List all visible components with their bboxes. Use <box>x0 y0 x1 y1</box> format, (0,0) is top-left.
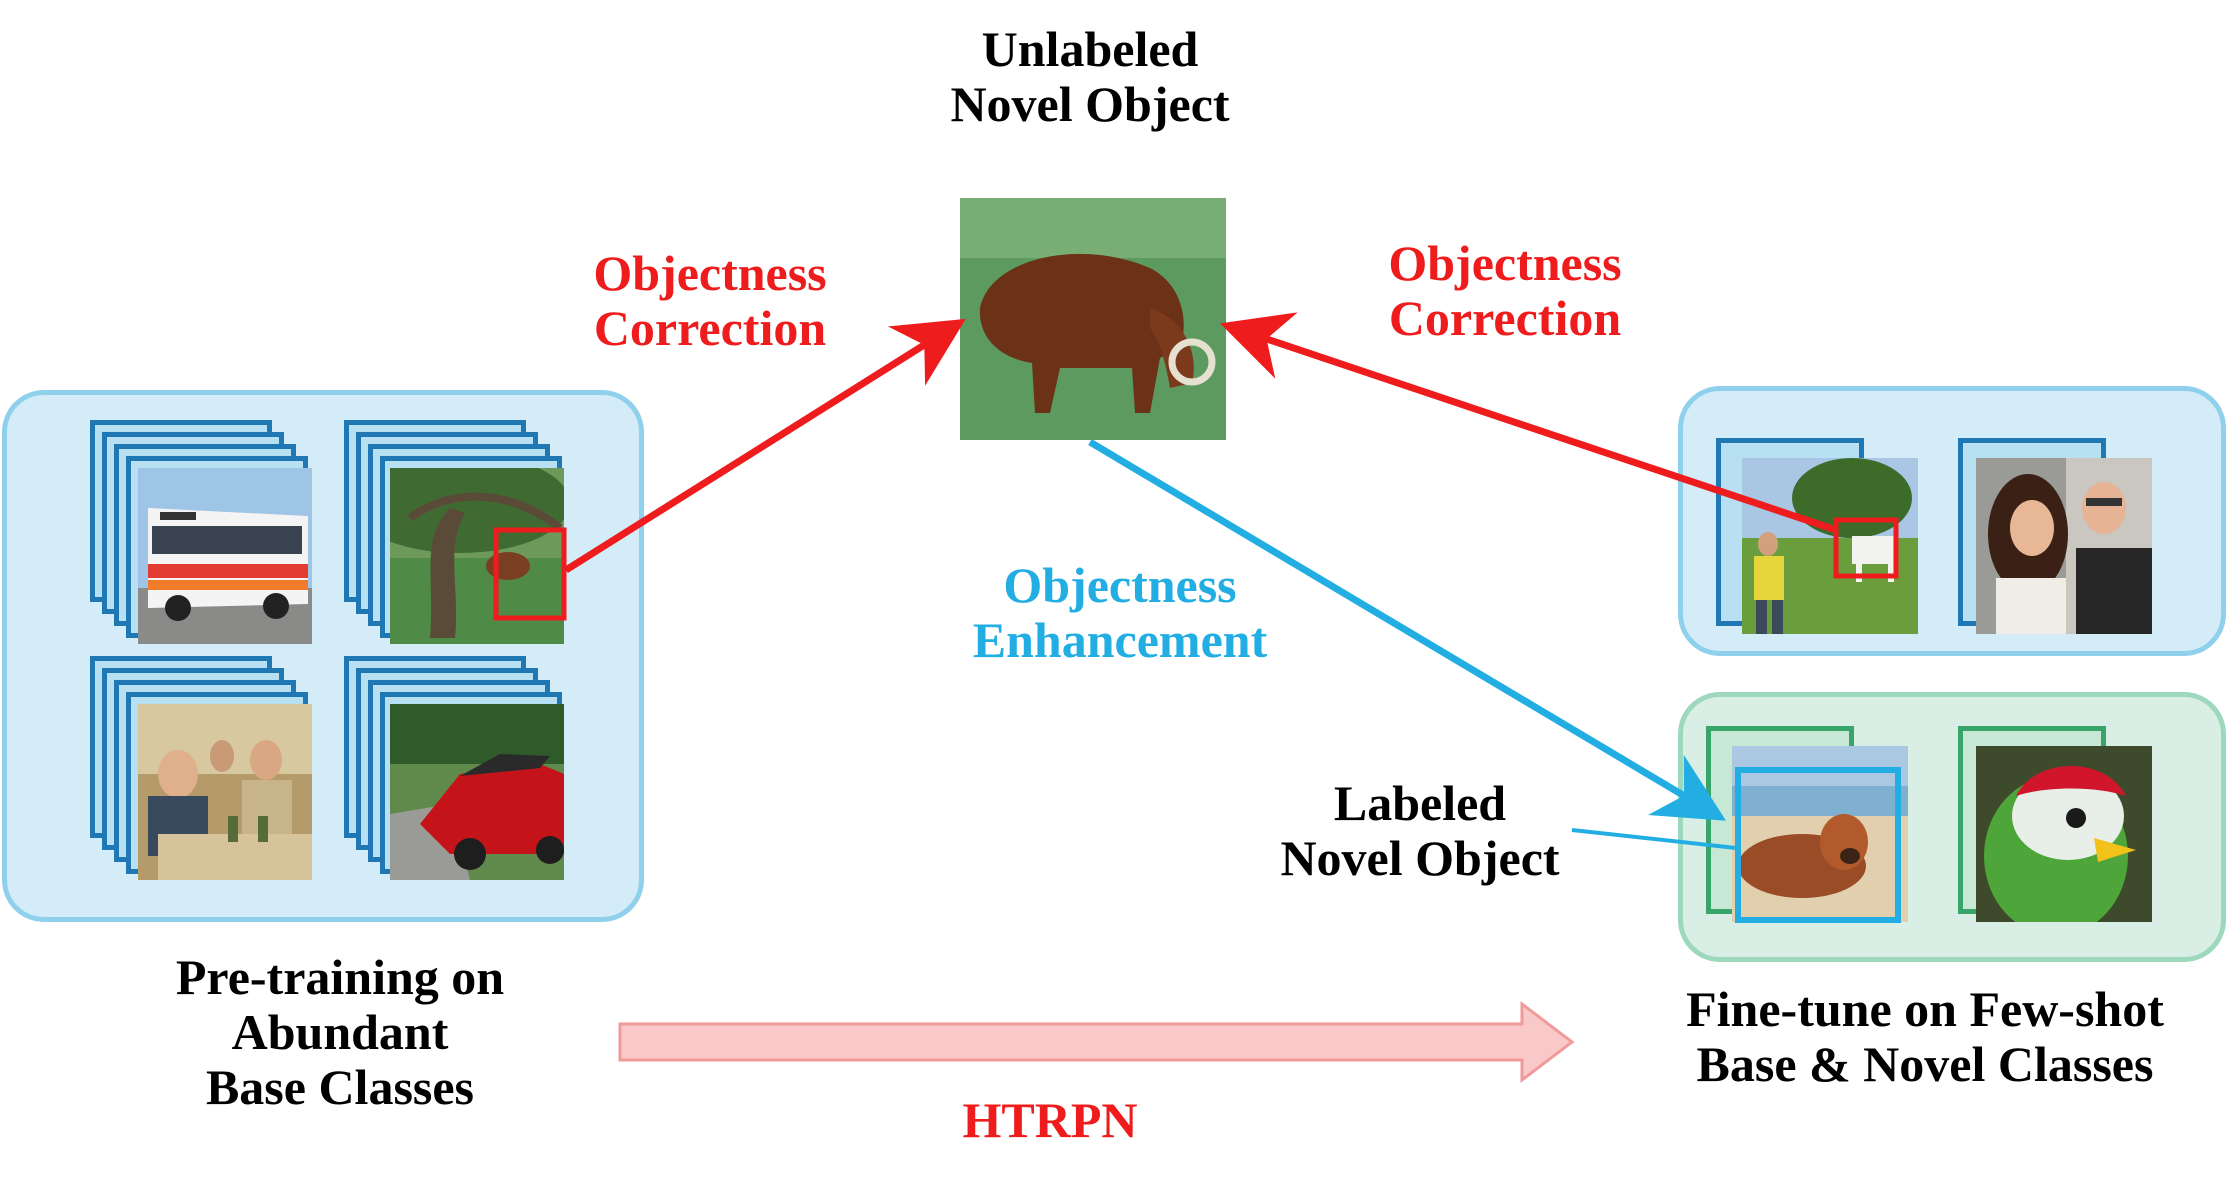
objectness-correction-right-label: Objectness Correction <box>1388 235 1622 346</box>
objectness-correction-left-arrow <box>564 318 966 573</box>
red-crested-bird-photo <box>1976 746 2152 922</box>
htrpn-label: HTRPN <box>962 1092 1138 1148</box>
base-cow-highlight-box <box>493 527 567 621</box>
people-at-table-photo <box>138 704 312 880</box>
objectness-correction-right-arrow <box>1220 312 1838 534</box>
objectness-enhancement-arrow <box>1088 438 1727 821</box>
finetune-label: Fine-tune on Few-shot Base & Novel Class… <box>1686 981 2164 1092</box>
htrpn-arrow <box>618 1000 1575 1084</box>
bus-photo <box>138 468 312 644</box>
red-car-photo <box>390 704 564 880</box>
labeled-novel-pointer-line <box>1571 828 1737 850</box>
couple-portrait-photo <box>1976 458 2152 634</box>
unlabeled-novel-object-label: Unlabeled Novel Object <box>950 21 1230 132</box>
objectness-enhancement-label: Objectness Enhancement <box>972 557 1268 668</box>
labeled-novel-object-label: Labeled Novel Object <box>1280 775 1560 886</box>
labeled-cow-box <box>1735 767 1901 923</box>
unlabeled-novel-object-image <box>960 198 1226 440</box>
pretraining-label: Pre-training on Abundant Base Classes <box>175 949 505 1115</box>
few-shot-cow-highlight-box <box>1833 517 1899 579</box>
objectness-correction-left-label: Objectness Correction <box>593 245 827 356</box>
cow-on-beach-photo <box>1732 746 1908 922</box>
man-with-cow-photo <box>1742 458 1918 634</box>
